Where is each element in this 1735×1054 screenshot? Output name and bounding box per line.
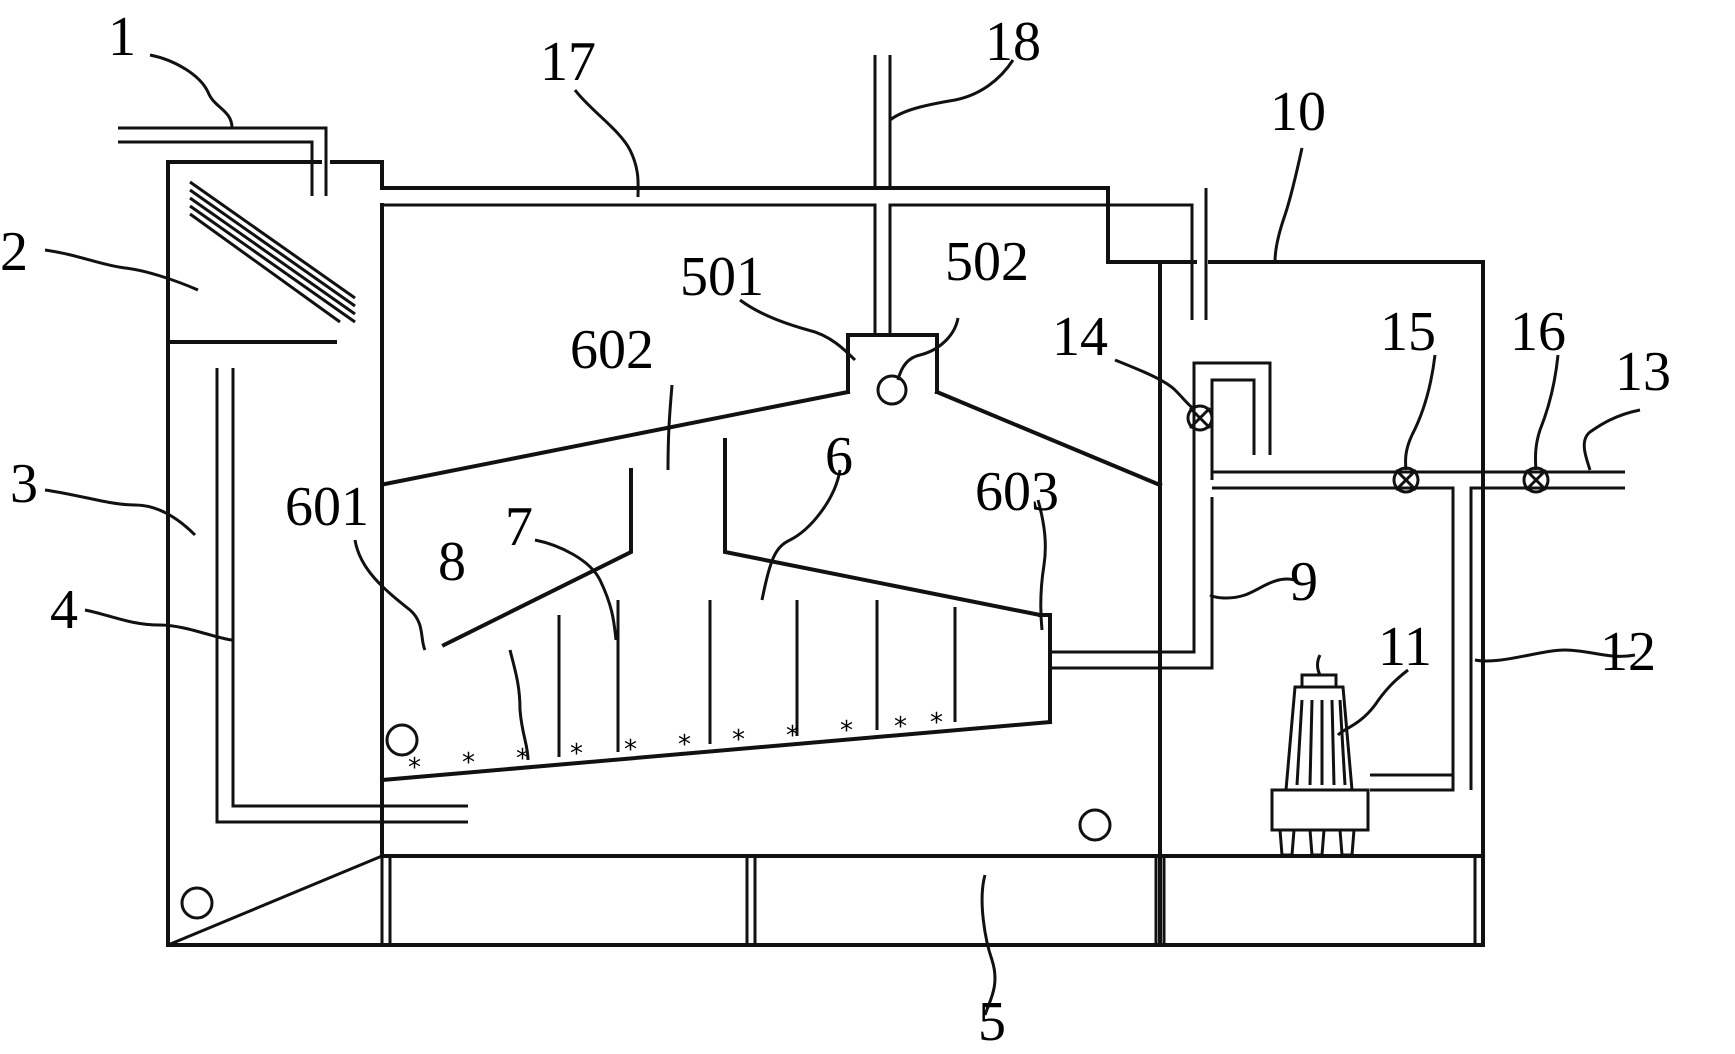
discharge-pipe	[1212, 470, 1625, 792]
svg-text:*: *	[786, 721, 799, 751]
svg-text:*: *	[930, 708, 943, 738]
label-15: 15	[1380, 301, 1436, 363]
submersible-pump	[1270, 654, 1370, 857]
label-13: 13	[1615, 341, 1671, 403]
sample-port	[385, 723, 419, 757]
svg-text:*: *	[570, 739, 583, 769]
label-17: 17	[540, 31, 596, 93]
svg-text:*: *	[516, 744, 529, 774]
tank-outline	[166, 160, 1485, 947]
svg-text:*: *	[840, 716, 853, 746]
drain-port	[1078, 808, 1112, 842]
svg-text:*: *	[732, 725, 745, 755]
label-8: 8	[438, 531, 466, 593]
svg-text:*: *	[678, 730, 691, 760]
label-9: 9	[1290, 551, 1318, 613]
label-6: 6	[825, 426, 853, 488]
callout-labels: 1 2 3 4 5 6 7 8 9 10 11 12 13 14 15 16 1…	[0, 6, 1671, 1053]
inclined-screen	[166, 180, 356, 344]
valve-14	[1186, 404, 1214, 432]
label-14: 14	[1052, 306, 1108, 368]
label-3: 3	[10, 453, 38, 515]
label-603: 603	[975, 461, 1059, 523]
label-10: 10	[1270, 81, 1326, 143]
gas-hood	[846, 333, 939, 406]
svg-text:*: *	[462, 748, 475, 778]
label-4: 4	[50, 579, 78, 641]
label-7: 7	[505, 496, 533, 558]
downcomer-pipe	[215, 368, 468, 824]
label-502: 502	[945, 231, 1029, 293]
aerator-heads: * * * * * * * * * * *	[408, 708, 943, 783]
label-602: 602	[570, 319, 654, 381]
three-phase-separator	[382, 389, 1163, 648]
label-12: 12	[1600, 621, 1656, 683]
reaction-zone	[379, 613, 1053, 783]
label-5: 5	[978, 991, 1006, 1053]
label-601: 601	[285, 476, 369, 538]
label-18: 18	[985, 11, 1041, 73]
inlet-pipe	[118, 126, 328, 196]
label-11: 11	[1378, 616, 1432, 678]
leader-lines	[44, 53, 1641, 1016]
gas-pipe	[382, 55, 1208, 335]
label-2: 2	[0, 221, 28, 283]
filler-plates	[557, 600, 957, 757]
label-1: 1	[108, 6, 136, 68]
effluent-pipe	[1050, 361, 1272, 670]
base-frame	[167, 854, 1485, 947]
label-16: 16	[1510, 301, 1566, 363]
svg-text:*: *	[624, 735, 637, 765]
svg-text:*: *	[408, 753, 421, 783]
svg-text:*: *	[894, 712, 907, 742]
label-501: 501	[680, 246, 764, 308]
